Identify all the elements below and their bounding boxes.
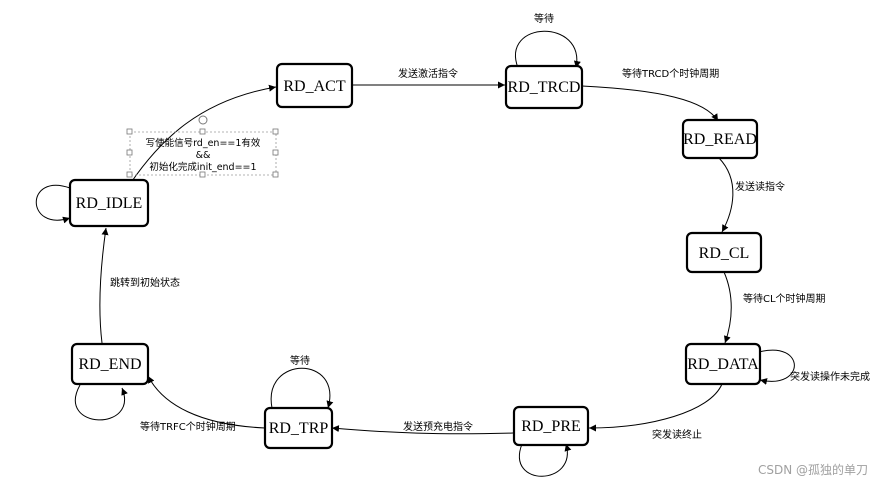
label-trp-self: 等待 (290, 354, 310, 367)
label-data-to-pre: 突发读终止 (652, 428, 702, 441)
svg-text:RD_DATA: RD_DATA (687, 356, 759, 373)
svg-text:RD_CL: RD_CL (699, 245, 750, 262)
label-trcd-to-read: 等待TRCD个时钟周期 (622, 67, 719, 80)
state-rd-pre: RD_PRE (512, 405, 590, 447)
svg-text:RD_IDLE: RD_IDLE (76, 195, 143, 212)
edge-end-to-idle (99, 227, 109, 344)
edge-pre-to-trp (331, 425, 514, 435)
label-read-to-cl: 发送读指令 (735, 180, 785, 193)
edge-idle-to-act (129, 84, 277, 185)
edge-trcd-self-loop (515, 30, 581, 69)
edge-data-self-loop (758, 349, 795, 385)
condition-line-2: && (196, 150, 211, 161)
svg-text:RD_READ: RD_READ (683, 131, 757, 148)
svg-text:RD_END: RD_END (78, 356, 141, 373)
edge-data-to-pre (588, 383, 723, 432)
label-act-to-trcd: 发送激活指令 (398, 67, 458, 80)
state-rd-cl: RD_CL (685, 231, 763, 274)
label-cl-to-data: 等待CL个时钟周期 (743, 292, 826, 305)
label-pre-to-trp: 发送预充电指令 (403, 420, 473, 433)
edge-idle-self-loop (35, 184, 71, 224)
edge-trp-to-end (147, 375, 266, 429)
condition-line-1: 写使能信号rd_en==1有效 (146, 137, 261, 149)
edge-pre-self-loop (519, 443, 572, 477)
condition-note: 写使能信号rd_en==1有效 && 初始化完成init_end==1 (126, 115, 279, 178)
state-rd-act: RD_ACT (275, 62, 354, 109)
label-trp-to-end: 等待TRFC个时钟周期 (140, 420, 236, 433)
svg-text:RD_TRP: RD_TRP (269, 420, 329, 437)
label-trcd-self: 等待 (534, 12, 554, 25)
edge-cl-to-data (723, 271, 732, 344)
rotate-handle-icon (198, 115, 208, 125)
state-rd-end: RD_END (70, 342, 150, 386)
edge-read-to-cl (718, 157, 734, 233)
svg-text:RD_PRE: RD_PRE (521, 418, 581, 435)
label-data-self: 突发读操作未完成 (790, 370, 870, 383)
edge-trcd-to-read (581, 85, 719, 122)
svg-text:RD_ACT: RD_ACT (283, 78, 345, 95)
state-rd-idle: RD_IDLE (68, 178, 150, 228)
edge-trp-self-loop (270, 367, 334, 409)
label-end-to-idle: 跳转到初始状态 (110, 276, 180, 289)
state-rd-trp: RD_TRP (263, 406, 334, 450)
edge-end-self-loop (74, 384, 128, 421)
state-rd-trcd: RD_TRCD (504, 64, 584, 110)
condition-line-3: 初始化完成init_end==1 (149, 161, 256, 173)
state-rd-data: RD_DATA (684, 342, 762, 386)
watermark: CSDN @孤独的单刀 (758, 462, 868, 477)
state-rd-read: RD_READ (681, 118, 759, 160)
svg-text:RD_TRCD: RD_TRCD (508, 79, 581, 96)
